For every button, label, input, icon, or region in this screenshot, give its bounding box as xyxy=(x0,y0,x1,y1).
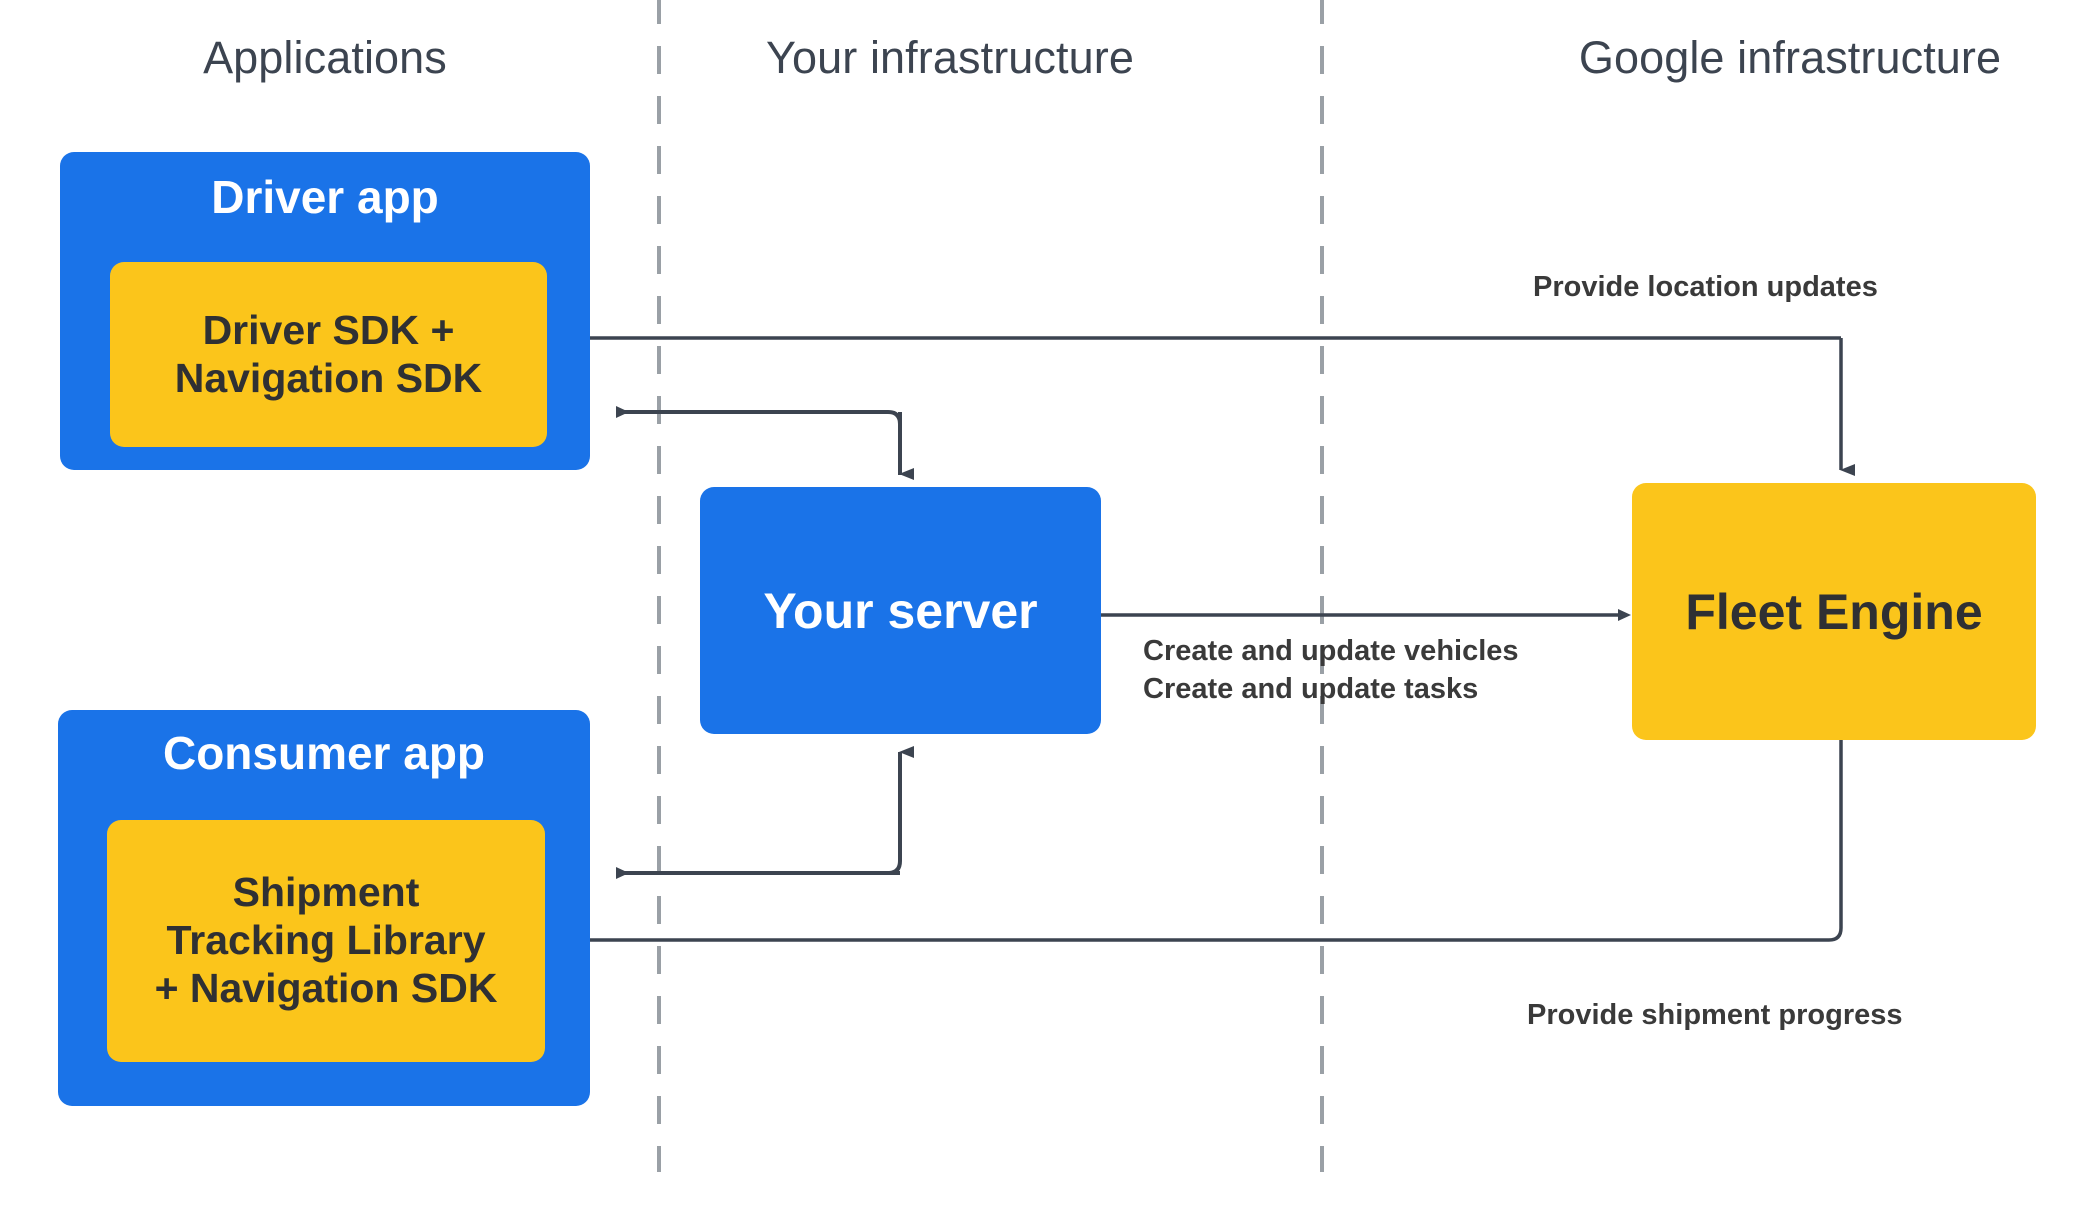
shipment-tracking-library-label: Shipment Tracking Library + Navigation S… xyxy=(154,869,498,1011)
edge-label-create-and-update: Create and update vehicles Create and up… xyxy=(1143,635,1519,706)
edge-fleet-engine-to-consumer-app xyxy=(576,740,1843,946)
node-driver-sdk[interactable]: Driver SDK + Navigation SDK xyxy=(110,262,547,447)
node-your-server[interactable]: Your server xyxy=(700,487,1101,734)
your-server-label: Your server xyxy=(763,582,1038,639)
driver-sdk-label: Driver SDK + Navigation SDK xyxy=(174,306,483,401)
edge-label-provide-shipment-progress: Provide shipment progress xyxy=(1527,999,1903,1031)
column-header-your-infrastructure: Your infrastructure xyxy=(766,32,1134,83)
edge-label-provide-location-updates: Provide location updates xyxy=(1533,271,1878,303)
fleet-engine-label: Fleet Engine xyxy=(1685,583,1983,640)
node-driver-app[interactable]: Driver app Driver SDK + Navigation SDK xyxy=(60,152,590,470)
column-header-google-infrastructure: Google infrastructure xyxy=(1578,32,2002,83)
node-fleet-engine[interactable]: Fleet Engine xyxy=(1632,483,2036,740)
node-shipment-tracking-library[interactable]: Shipment Tracking Library + Navigation S… xyxy=(107,820,545,1062)
driver-app-title: Driver app xyxy=(211,171,439,223)
node-consumer-app[interactable]: Consumer app Shipment Tracking Library +… xyxy=(58,710,590,1106)
consumer-app-title: Consumer app xyxy=(162,727,486,779)
column-header-applications: Applications xyxy=(203,32,447,83)
